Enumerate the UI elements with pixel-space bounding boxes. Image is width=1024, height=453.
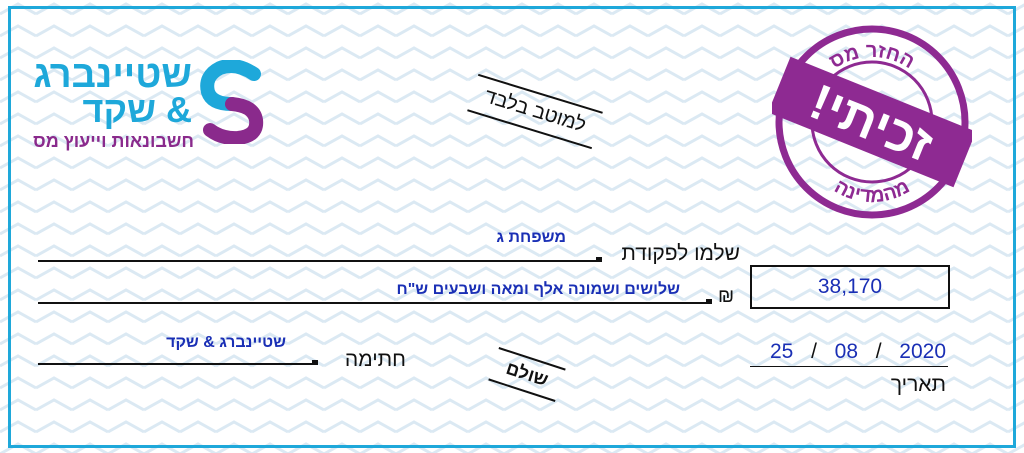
date-field[interactable]: 25 / 08 / 2020 — [752, 340, 948, 364]
amount-words-value[interactable]: שלושים ושמונה אלף ומאה ושבעים ש"ח — [396, 281, 680, 298]
signature-value[interactable]: שטיינברג & שקד — [166, 334, 286, 351]
amount-box[interactable]: 38,170 — [750, 265, 950, 309]
logo-tagline: חשבונאות וייעוץ מס — [33, 131, 194, 151]
amount-words-line — [38, 302, 708, 304]
date-separator: / — [811, 340, 817, 363]
line-marker — [706, 299, 712, 304]
tax-refund-stamp: החזר מס מהמדינה זכיתי! — [772, 25, 972, 219]
logo-s-icon — [200, 60, 264, 144]
date-month: 08 — [834, 340, 858, 363]
logo-name-line1: שטיינברג — [33, 54, 192, 96]
stamp-top-text: החזר מס — [826, 40, 918, 73]
line-marker — [596, 257, 602, 262]
signature-line — [38, 363, 314, 365]
shekel-icon: ₪ — [718, 286, 735, 307]
date-year: 2020 — [899, 340, 946, 363]
stamp-bottom-text: מהמדינה — [831, 176, 914, 208]
date-line — [750, 366, 948, 367]
date-separator: / — [875, 340, 882, 363]
payee-line — [38, 260, 600, 262]
svg-text:החזר מס: החזר מס — [826, 40, 918, 73]
signature-label: חתימה — [344, 348, 406, 371]
logo-name-line2: & שקד — [82, 89, 192, 130]
payee-value[interactable]: משפחת ג — [496, 229, 566, 246]
date-label: תאריך — [890, 373, 946, 396]
svg-text:מהמדינה: מהמדינה — [831, 176, 914, 208]
date-day: 25 — [770, 340, 794, 363]
payee-label: שלמו לפקודת — [621, 242, 740, 265]
check-border — [8, 6, 1016, 448]
line-marker — [312, 360, 318, 365]
